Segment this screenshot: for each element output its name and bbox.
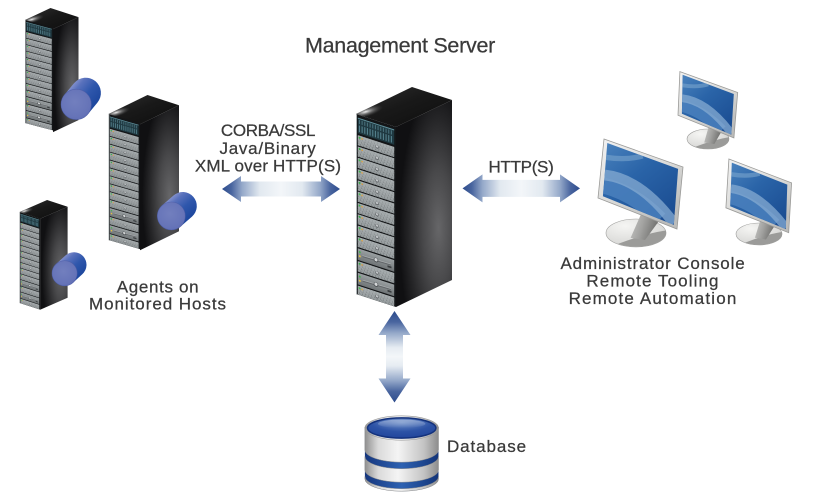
svg-text:Administrator Console: Administrator Console [560, 254, 745, 273]
svg-text:Java/Binary: Java/Binary [219, 139, 316, 158]
svg-text:Remote Automation: Remote Automation [569, 289, 738, 308]
svg-text:Agents on: Agents on [117, 278, 199, 297]
svg-text:HTTP(S): HTTP(S) [489, 157, 554, 176]
svg-text:Database: Database [447, 437, 527, 456]
svg-text:Monitored Hosts: Monitored Hosts [89, 295, 227, 314]
svg-text:CORBA/SSL: CORBA/SSL [221, 121, 315, 140]
svg-text:Remote Tooling: Remote Tooling [586, 272, 719, 291]
svg-text:Management Server: Management Server [305, 34, 495, 58]
svg-text:XML over HTTP(S): XML over HTTP(S) [195, 157, 341, 176]
